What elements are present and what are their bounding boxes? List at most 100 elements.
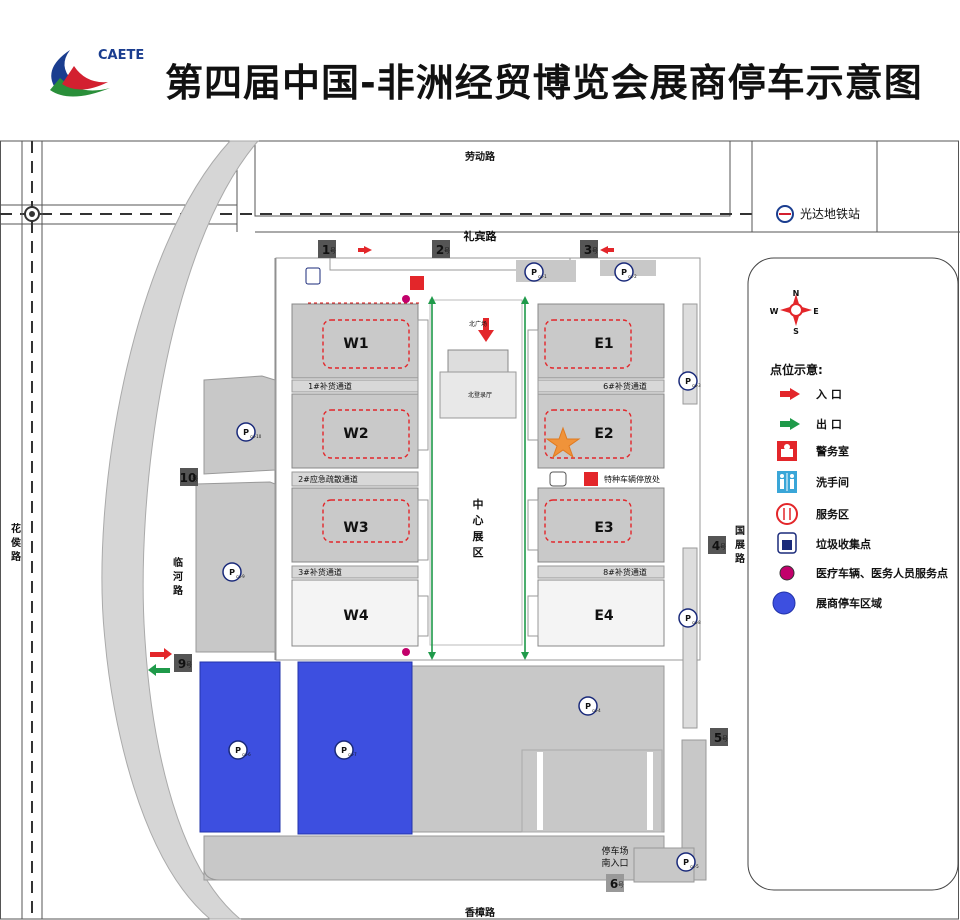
legend-item-label: 服务区 [816,507,849,521]
parking-sub-label: cu-9 [236,574,245,579]
legend-item-label: 展商停车区域 [815,596,882,610]
parking-label: P [685,377,691,386]
legend-title: 点位示意: [770,362,823,377]
channel-2: 2#应急疏散通道 [298,474,358,484]
hall-w2: W2 [343,426,368,442]
parking-label: P [685,614,691,623]
parking-pcu-2-icon [614,262,634,282]
road-guozhan: 路 [735,552,746,565]
parking-sub-label: cu-3 [692,383,701,388]
center-zone-label: 心 [473,514,484,527]
gate-9: 9 [178,657,186,671]
legend-item-label: 入 口 [816,388,842,401]
caete-logo-icon [50,50,110,97]
north-hall-label: 北登录厅 [468,391,492,399]
road-linhe: 河 [173,571,183,583]
police-room-north-icon [410,276,424,290]
parking-pcu-9-icon [222,562,242,582]
parking-pcu-5-icon [676,852,696,872]
parking-sub-label: cu-10 [250,434,262,439]
hall-e3: E3 [594,520,613,536]
exhibitor-parking-icon [772,591,796,615]
compass-e: E [813,307,818,316]
road-linhe: 临 [173,556,183,569]
parking-label: P [683,858,689,867]
parking-sub-label: cu-2 [628,274,637,279]
medical-point-north-icon [402,295,410,303]
parking-pcu-7-icon [334,740,354,760]
hall-w4: W4 [343,608,368,624]
gate-6: 6 [610,877,618,891]
gate-suffix-10: 号 [192,476,198,483]
compass-icon [780,294,812,326]
police-room-icon [777,441,797,461]
hall-e4: E4 [594,608,614,624]
channel-3: 3#补货通道 [298,567,342,577]
special-parking-label: 特种车辆停放处 [604,474,660,484]
channel-1: 1#补货通道 [308,381,352,391]
parking-sub-label: cu-4 [592,708,601,713]
parking-label: P [229,568,235,577]
hall-w1: W1 [343,336,368,352]
center-zone-label: 区 [473,546,484,559]
restroom-icon [777,471,797,493]
road-linhe: 路 [173,584,184,597]
compass-w: W [770,307,779,316]
gate-suffix-6: 号 [618,882,624,889]
road-xiangzhang: 香樟路 [465,906,496,919]
parking-label: P [341,746,347,755]
trash-icon [777,532,797,554]
hall-w3: W3 [343,520,368,536]
parking-sub-label: cu-8 [692,620,701,625]
gate-suffix-4: 号 [720,544,726,551]
gate-5: 5 [714,731,722,745]
parking-label: P [243,428,249,437]
road-guozhan: 展 [735,539,745,551]
exit-arrow-icon [780,418,800,430]
parking-pcu-3-icon [678,371,698,391]
gate-1: 1 [322,243,330,257]
parking-label: P [235,746,241,755]
service-area-icon [776,503,798,525]
road-huahou: 侯 [11,536,22,549]
entrance-arrow-icon [780,388,800,400]
police-room-east-icon [584,472,598,486]
road-libin: 礼宾路 [464,229,498,243]
gate-suffix-3: 号 [592,248,598,255]
legend-item-label: 垃圾收集点 [816,537,871,551]
logo-text: CAETE [98,48,145,63]
parking-label: P [585,702,591,711]
road-huahou: 花 [11,522,21,535]
parking-label: P [531,268,537,277]
compass-n: N [793,289,800,298]
trash-map-icon [305,267,321,285]
parking-sub-label: cu-7 [348,752,357,757]
legend-item-label: 医疗车辆、医务人员服务点 [816,566,948,580]
road-guozhan: 国 [735,525,745,537]
legend-item-label: 洗手间 [816,475,849,489]
gate-2: 2 [436,243,444,257]
south-entrance-label: 停车场 [601,845,628,857]
north-square-label: 北广场 [469,320,487,328]
parking-sub-label: cu-5 [690,864,699,869]
parking-pcu-6-icon [228,740,248,760]
parking-pcu-8-icon [678,608,698,628]
hall-e1: E1 [594,336,613,352]
parking-label: P [621,268,627,277]
gate-suffix-2: 号 [444,248,450,255]
gate-10: 10 [180,471,197,485]
gate-suffix-1: 号 [330,248,336,255]
gate-suffix-5: 号 [722,736,728,743]
medical-point-icon [779,565,795,581]
parking-sub-label: cu-1 [538,274,547,279]
metro-icon [776,205,794,223]
hall-e2: E2 [594,426,613,442]
channel-8: 8#补货通道 [603,567,647,577]
channel-6: 6#补货通道 [603,381,647,391]
road-laodong: 劳动路 [465,150,496,163]
metro-label: 光达地铁站 [800,207,860,221]
gate-suffix-9: 号 [186,662,192,669]
legend-item-label: 出 口 [816,417,842,431]
parking-pcu-10-icon [236,422,256,442]
